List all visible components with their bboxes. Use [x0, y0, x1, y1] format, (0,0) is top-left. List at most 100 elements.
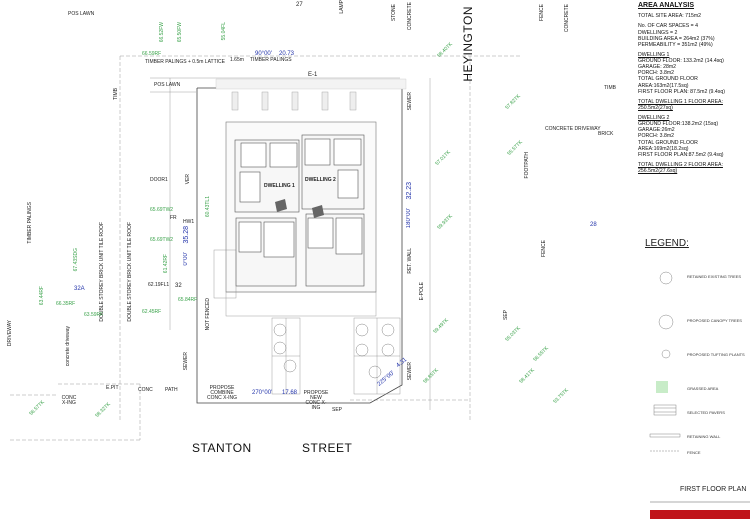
dimension-left: 35.28 [183, 226, 190, 244]
sewer-label-2: SEWER [407, 92, 413, 111]
footpath-label: FOOTPATH [524, 152, 530, 179]
fence-label-2: FENCE [541, 240, 547, 257]
sep-label-2: SEP [332, 407, 343, 413]
fence-label: FENCE [539, 4, 545, 21]
proposed-tree [355, 323, 369, 337]
spot-level: 62.45RF [142, 309, 162, 315]
proposed-tree [368, 365, 382, 379]
area-analysis-line: TOTAL DWELLING 1 FLOOR AREA: [638, 98, 723, 105]
d1-room-a [240, 142, 267, 168]
column [261, 91, 269, 111]
concrete-label: CONCRETE [407, 2, 413, 31]
dwelling-1-label: DWELLING 1 [264, 183, 295, 189]
column [321, 91, 329, 111]
timb-label: TIMB [604, 85, 616, 91]
legend-title: LEGEND: [645, 238, 689, 249]
concrete-label-2: CONCRETE [564, 4, 570, 33]
dwelling-2-stair [337, 169, 359, 199]
area-analysis-line: FIRST FLOOR PLAN: 87.5m2 (9.4sq) [638, 88, 725, 95]
dimension-right: 32.23 [406, 182, 413, 200]
d2-room-d [335, 217, 363, 255]
area-analysis-line: GARAGE: 28m2 [638, 64, 677, 71]
pos-lawn-label-2: POS LAWN [154, 82, 181, 88]
spot-level: 67.43SDG [73, 248, 79, 272]
lot-27-label: 27 [296, 2, 303, 8]
spot-level: 61.42RF [163, 254, 169, 274]
timber-palings-lattice-label: TIMBER PALINGS + 0.5m LATTICE [145, 59, 225, 65]
area-analysis-line: TOTAL GROUND FLOOR [638, 139, 698, 146]
front-yard-area [225, 291, 377, 317]
spot-level: 63.59RF [84, 312, 104, 318]
legend-retaining-wall-symbol [649, 433, 681, 438]
street-name-heyington: HEYINGTON [461, 6, 475, 82]
area-analysis-line: GROUND FLOOR: 133.2m2 (14.4sq) [638, 58, 724, 64]
propose-new-xing: PROPOSE NEW CONC X-ING [303, 390, 329, 411]
lot-32-label: 32 [175, 283, 182, 289]
area-analysis-line: GROUND FLOOR:138.2m2 (15sq) [638, 121, 719, 128]
area-analysis-line: PORCH: 3.8m2 [638, 70, 675, 77]
area-analysis-line: PERMEABILITY = 351m2 (49%) [638, 41, 713, 48]
bearing-bottom: 270°00' [252, 390, 273, 396]
d1-room-d [263, 221, 295, 258]
area-analysis-line: 256.5m2(27.6sq) [638, 168, 678, 174]
area-analysis-line: 250.5m2(27sq) [638, 104, 673, 111]
concrete-driveway-label: CONCRETE DRIVEWAY [545, 126, 601, 132]
d2-room-c [307, 217, 334, 249]
area-analysis-line: TOTAL GROUND FLOOR [638, 76, 698, 83]
spot-level: 62.19FL1 [148, 282, 170, 288]
ret-wall-label: RET. WALL [407, 248, 413, 274]
legend-canopy-tree-symbol [658, 314, 674, 330]
d2-room-a [304, 138, 331, 166]
path-label: PATH [165, 387, 178, 393]
legend-grass-swatch [656, 381, 668, 393]
spot-level: 65.84RF [178, 297, 198, 303]
legend-item: SELECTED PAVERS [687, 410, 725, 415]
d1-stair-hatch [275, 199, 287, 212]
area-analysis-line: DWELLINGS = 2 [638, 29, 678, 36]
spot-level: 65.69TW2 [150, 237, 174, 243]
area-analysis-line: BUILDING AREA = 264m2 (37%) [638, 35, 715, 42]
legend-item: RETAINED EXISTING TREES [687, 274, 742, 279]
lamp-label: LAMP [339, 0, 345, 14]
dim-1-65: 1.65m [230, 57, 244, 63]
spot-level: 66.35RF [56, 301, 76, 307]
area-analysis-line: PORCH: 3.8m2 [638, 133, 675, 140]
area-analysis-line: DWELLING 2 [638, 115, 670, 121]
lot-28-label: 28 [590, 222, 597, 228]
timber-palings-label: TIMBER PALINGS [27, 202, 33, 244]
stone-label: STONE [391, 4, 397, 22]
street-name-stanton: STANTON [192, 441, 252, 455]
proposed-tree [273, 323, 287, 337]
bearing-top: 90°00' [255, 51, 272, 57]
legend-tufting-symbol [661, 349, 671, 359]
area-analysis-line: TOTAL SITE AREA: 715m2 [638, 13, 702, 20]
double-storey-label-2: DOUBLE STOREY BRICK UNIT TILE ROOF [127, 222, 133, 322]
dimension-bottom: 17.68 [282, 390, 298, 396]
legend-item: PROPOSED CANOPY TREES [687, 318, 742, 323]
spot-level: 65.69TW2 [150, 207, 174, 213]
spot-level: 66.59RF [142, 51, 162, 57]
timb-label-2: TIMB [113, 88, 119, 100]
column [349, 91, 357, 111]
dwelling-2-label: DWELLING 2 [305, 177, 336, 183]
d1-room-c [238, 221, 262, 253]
garage-1 [213, 249, 237, 299]
proposed-tree [283, 359, 297, 373]
driveway-label: DRIVEWAY [7, 320, 13, 347]
dimension-top: 20.73 [279, 51, 295, 57]
column [231, 91, 239, 111]
spot-level: 60.43TL1 [205, 196, 211, 218]
concrete-driveway-label-2: concrete driveway [65, 326, 71, 367]
timber-palings-top: TIMBER PALINGS [250, 57, 292, 63]
title-block-bar [650, 510, 750, 519]
area-analysis-line: DWELLING 1 [638, 51, 670, 58]
verandah-label: VER [185, 174, 191, 185]
lot-32a-label: 32A [74, 286, 85, 292]
area-analysis-title: AREA ANALYSIS [638, 2, 695, 9]
propose-combine-xing: PROPOSE COMBINE CONC X-ING [207, 385, 237, 401]
sewer-label-3: SEWER [407, 362, 413, 381]
spot-level: 66.52FW [159, 22, 165, 43]
